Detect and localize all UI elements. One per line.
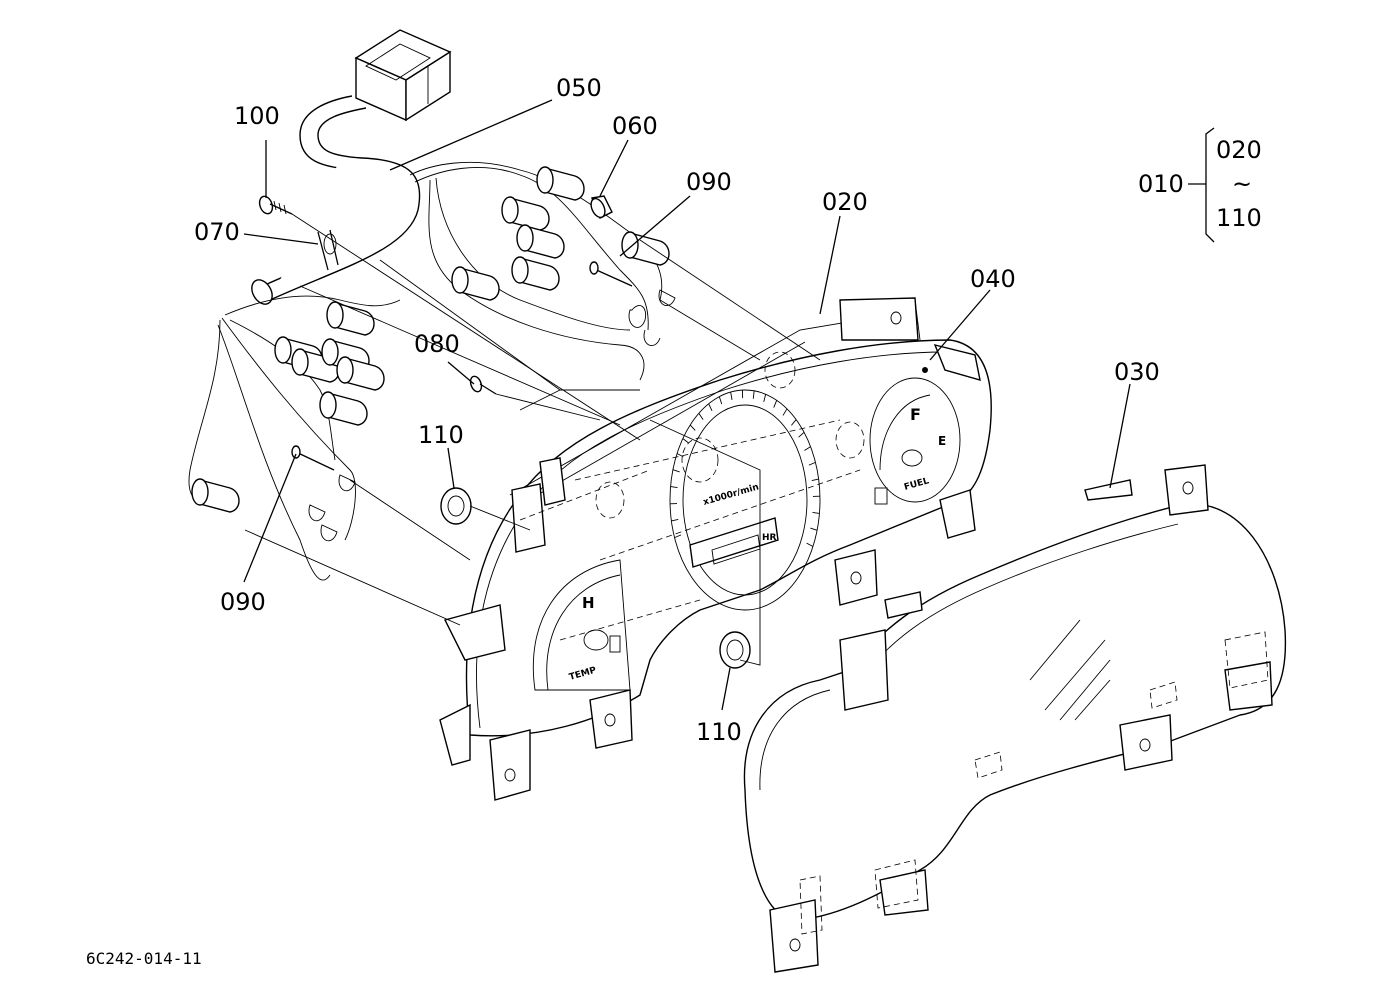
callout-110-bottom: 110 — [696, 718, 742, 746]
bushing-110-left — [440, 487, 472, 525]
tach-tick — [798, 431, 805, 438]
callout-100: 100 — [234, 102, 280, 130]
tach-tick — [763, 394, 767, 403]
callout-060: 060 — [612, 112, 658, 140]
wire-harness-050 — [188, 29, 663, 581]
screw-100 — [258, 195, 293, 215]
tach-tick — [810, 527, 818, 531]
tach-tick — [808, 461, 816, 466]
tach-tick — [718, 396, 723, 405]
callout-020: 020 — [822, 188, 868, 216]
bulb-socket — [536, 166, 585, 201]
bulb-sockets-upper — [451, 166, 670, 301]
tach-tick — [752, 390, 755, 399]
tach-tick — [674, 534, 682, 539]
callout-070: 070 — [194, 218, 240, 246]
callout-090-top: 090 — [686, 168, 732, 196]
meter-cover-030 — [743, 464, 1287, 973]
callout-040: 040 — [970, 265, 1016, 293]
callout-110-left: 110 — [418, 421, 464, 449]
tachometer-ticks — [670, 390, 820, 547]
callout-080: 080 — [414, 330, 460, 358]
harness-connector — [354, 29, 452, 122]
light-guide-040 — [922, 343, 981, 381]
legend-parent: 010 — [1138, 170, 1184, 198]
tach-tick — [698, 413, 704, 420]
tach-tick — [791, 419, 797, 426]
fuel-full-mark: F — [910, 405, 921, 424]
screw-080 — [469, 375, 497, 395]
coolant-icon — [609, 635, 621, 653]
bulb-socket — [319, 391, 368, 426]
meter-panel-020: HR x1000r/min FUEL F E TEMP H — [439, 297, 992, 801]
tach-tick — [708, 403, 713, 411]
fuel-empty-mark: E — [938, 434, 946, 448]
legend-range-start: 020 — [1216, 136, 1262, 164]
pins-090 — [291, 261, 676, 542]
bushing-110-bottom — [719, 631, 751, 669]
tach-tick — [670, 486, 678, 489]
tach-tick — [804, 446, 811, 451]
bulb-socket — [336, 356, 385, 391]
tach-tick — [676, 453, 684, 458]
bulb-socket — [191, 478, 240, 513]
tach-tick — [806, 542, 814, 547]
callout-050: 050 — [556, 74, 602, 102]
assembly-legend: 010 020 ~ 110 — [1138, 127, 1262, 243]
callout-030: 030 — [1114, 358, 1160, 386]
drawing-code: 6C242-014-11 — [86, 949, 202, 968]
bulb-socket — [511, 256, 560, 291]
tach-tick — [773, 400, 778, 408]
legend-range-symbol: ~ — [1232, 170, 1252, 198]
tach-tick — [730, 391, 733, 400]
bulb-060 — [590, 195, 613, 219]
callout-090-bottom: 090 — [220, 588, 266, 616]
tach-tick — [682, 438, 689, 444]
bulb-sockets-left — [191, 301, 385, 513]
tach-tick — [671, 519, 679, 522]
tach-tick — [782, 408, 788, 416]
legend-range-end: 110 — [1216, 204, 1262, 232]
bulb-socket — [451, 266, 500, 301]
temp-hot-mark: H — [582, 594, 595, 612]
tach-tick — [672, 469, 680, 473]
hour-unit-label: HR — [762, 533, 777, 543]
tach-tick — [812, 511, 820, 514]
tach-tick — [811, 478, 819, 481]
fuel-pump-icon — [874, 487, 888, 505]
tach-tick — [689, 424, 696, 431]
leader-lines — [243, 99, 1131, 711]
bulb-socket — [326, 301, 375, 336]
bulb-socket — [516, 224, 565, 259]
callout-labels: 100 050 060 090 070 020 040 080 030 110 … — [194, 74, 1160, 746]
